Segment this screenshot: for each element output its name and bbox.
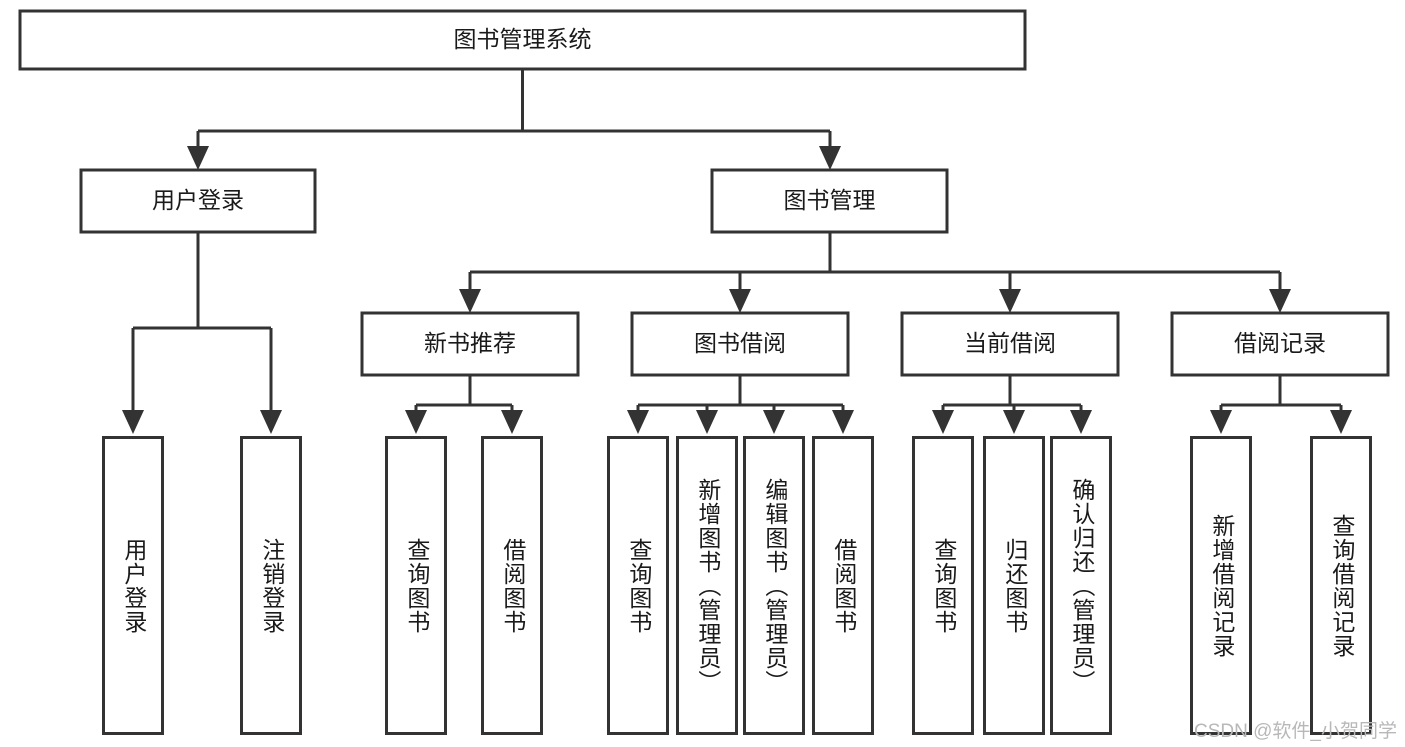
leaf-node-query-book-b-label: 查询图书 bbox=[625, 537, 652, 634]
arrow-head-leaf-query-record bbox=[1330, 410, 1352, 434]
leaf-node-borrow-book-under-new-book-recommend[interactable]: 借阅图书 bbox=[481, 436, 543, 735]
node-root-label: 图书管理系统 bbox=[454, 26, 592, 52]
node-current-borrow[interactable]: 当前借阅 bbox=[900, 311, 1120, 377]
connector-group-current-borrow bbox=[932, 375, 1092, 434]
leaf-node-add-book-admin[interactable]: 新增图书（管理员） bbox=[676, 436, 738, 735]
leaf-node-logout[interactable]: 注销登录 bbox=[240, 436, 302, 735]
leaf-node-user-login[interactable]: 用户登录 bbox=[102, 436, 164, 735]
node-user-login[interactable]: 用户登录 bbox=[79, 168, 317, 234]
arrow-head-leaf-borrow-book-b bbox=[832, 410, 854, 434]
leaf-node-query-book-under-new-book-recommend[interactable]: 查询图书 bbox=[385, 436, 447, 735]
leaf-node-query-book-a-label: 查询图书 bbox=[403, 537, 430, 634]
node-book-borrow[interactable]: 图书借阅 bbox=[630, 311, 850, 377]
node-borrow-record[interactable]: 借阅记录 bbox=[1170, 311, 1390, 377]
arrow-head-current-borrow bbox=[999, 289, 1021, 313]
node-root-book-management-system[interactable]: 图书管理系统 bbox=[18, 9, 1027, 71]
arrow-head-book-borrow bbox=[729, 289, 751, 313]
node-root-box bbox=[18, 9, 1027, 71]
connector-group-borrow-record bbox=[1210, 375, 1352, 434]
arrow-head-leaf-edit-book bbox=[763, 410, 785, 434]
node-current-borrow-label: 当前借阅 bbox=[964, 330, 1056, 356]
node-book-management[interactable]: 图书管理 bbox=[710, 168, 949, 234]
arrow-head-leaf-query-book-b bbox=[627, 410, 649, 434]
node-borrow-record-label: 借阅记录 bbox=[1234, 330, 1326, 356]
node-book-management-label: 图书管理 bbox=[784, 187, 876, 213]
leaf-node-borrow-book-a-label: 借阅图书 bbox=[499, 537, 526, 634]
leaf-node-add-borrow-record[interactable]: 新增借阅记录 bbox=[1190, 436, 1252, 735]
leaf-node-query-book-under-book-borrow[interactable]: 查询图书 bbox=[607, 436, 669, 735]
leaf-node-confirm-return-admin[interactable]: 确认归还（管理员） bbox=[1050, 436, 1112, 735]
arrow-head-leaf-borrow-book-a bbox=[501, 410, 523, 434]
node-user-login-label: 用户登录 bbox=[152, 187, 244, 213]
node-current-borrow-box bbox=[900, 311, 1120, 377]
arrow-head-leaf-confirm-return bbox=[1070, 410, 1092, 434]
arrow-head-leaf-logout bbox=[260, 410, 282, 434]
node-user-login-box bbox=[79, 168, 317, 234]
leaf-node-confirm-return-admin-label: 确认归还（管理员） bbox=[1068, 477, 1095, 694]
arrow-head-user-login bbox=[187, 146, 209, 170]
arrow-head-leaf-add-book bbox=[696, 410, 718, 434]
leaf-node-query-borrow-record-label: 查询借阅记录 bbox=[1328, 513, 1355, 658]
connector-group-user-login bbox=[122, 232, 282, 434]
arrow-head-leaf-return-book bbox=[1003, 410, 1025, 434]
arrow-head-book-mgmt bbox=[819, 146, 841, 170]
node-new-book-recommend-box bbox=[360, 311, 580, 377]
leaf-node-user-login-label: 用户登录 bbox=[120, 537, 147, 634]
leaf-node-query-book-c-label: 查询图书 bbox=[930, 537, 957, 634]
leaf-node-borrow-book-b-label: 借阅图书 bbox=[830, 537, 857, 634]
leaf-node-query-book-under-current-borrow[interactable]: 查询图书 bbox=[912, 436, 974, 735]
node-new-book-recommend-label: 新书推荐 bbox=[424, 330, 516, 356]
node-borrow-record-box bbox=[1170, 311, 1390, 377]
node-new-book-recommend[interactable]: 新书推荐 bbox=[360, 311, 580, 377]
leaf-node-borrow-book-under-book-borrow[interactable]: 借阅图书 bbox=[812, 436, 874, 735]
leaf-node-logout-label: 注销登录 bbox=[258, 537, 285, 634]
connector-group-book-mgmt bbox=[459, 232, 1291, 313]
leaf-node-edit-book-admin[interactable]: 编辑图书（管理员） bbox=[743, 436, 805, 735]
node-book-management-box bbox=[710, 168, 949, 234]
connector-group-book-borrow bbox=[627, 375, 854, 434]
leaf-node-return-book[interactable]: 归还图书 bbox=[983, 436, 1045, 735]
node-book-borrow-label: 图书借阅 bbox=[694, 330, 786, 356]
arrow-head-new-book-rec bbox=[459, 289, 481, 313]
arrow-head-leaf-query-book-a bbox=[405, 410, 427, 434]
arrow-head-leaf-query-book-c bbox=[932, 410, 954, 434]
arrow-head-leaf-add-record bbox=[1210, 410, 1232, 434]
node-book-borrow-box bbox=[630, 311, 850, 377]
connector-group-root bbox=[187, 69, 841, 170]
leaf-node-query-borrow-record[interactable]: 查询借阅记录 bbox=[1310, 436, 1372, 735]
arrow-head-leaf-user-login bbox=[122, 410, 144, 434]
leaf-node-edit-book-admin-label: 编辑图书（管理员） bbox=[761, 477, 788, 694]
arrow-head-borrow-record bbox=[1269, 289, 1291, 313]
connector-group-new-book-rec bbox=[405, 375, 523, 434]
leaf-node-add-borrow-record-label: 新增借阅记录 bbox=[1208, 513, 1235, 658]
leaf-node-return-book-label: 归还图书 bbox=[1001, 537, 1028, 634]
leaf-node-add-book-admin-label: 新增图书（管理员） bbox=[694, 477, 721, 694]
